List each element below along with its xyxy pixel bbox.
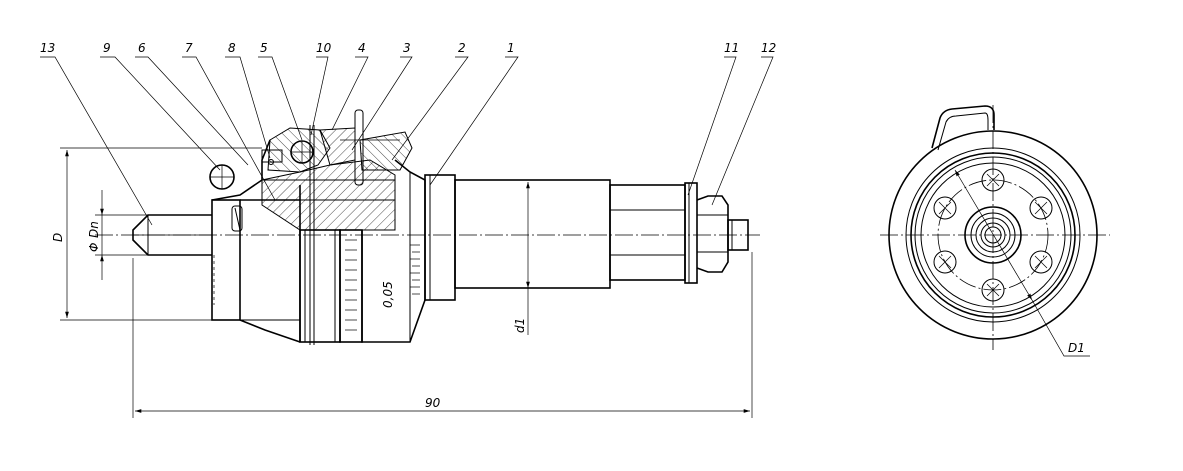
dimension-length-label: 90: [425, 396, 441, 410]
knurled-ring: [299, 229, 363, 343]
dimension-Dn: Φ Dn: [87, 190, 148, 280]
callout-10: 10: [316, 41, 332, 55]
leader-lines: [40, 56, 774, 226]
callout-7: 7: [185, 41, 193, 55]
dimension-Dn-label: Dn: [87, 221, 101, 238]
callout-6: 6: [138, 41, 146, 55]
pins: [309, 109, 400, 345]
dimension-phi-symbol: Φ: [87, 243, 101, 252]
callout-labels: 13 9 6 7 8 5 10 4 3 2 1 11 12: [40, 41, 776, 55]
end-view: D1: [880, 105, 1110, 357]
callout-11: 11: [724, 41, 739, 55]
barrel: [424, 174, 698, 301]
dimension-d1: d1: [513, 182, 530, 335]
callout-3: 3: [403, 41, 411, 55]
dimension-length: 90: [132, 252, 753, 418]
callout-4: 4: [358, 41, 366, 55]
dimension-D-label: D: [51, 233, 65, 242]
scale-label: 0,05: [381, 281, 395, 308]
callout-9: 9: [103, 41, 111, 55]
dimension-D1-label: D1: [1068, 341, 1085, 355]
dimension-D: D: [51, 147, 262, 321]
side-view: 0,05 D: [40, 41, 776, 418]
measuring-tip: [132, 214, 212, 256]
balls: [209, 140, 314, 190]
callout-12: 12: [761, 41, 776, 55]
callout-8: 8: [228, 41, 236, 55]
callout-2: 2: [458, 41, 466, 55]
dimension-d1-label: d1: [513, 318, 527, 333]
section-cut: [211, 127, 413, 232]
callout-5: 5: [260, 41, 268, 55]
nut: [696, 195, 749, 273]
callout-13: 13: [40, 41, 55, 55]
callout-1: 1: [507, 41, 515, 55]
